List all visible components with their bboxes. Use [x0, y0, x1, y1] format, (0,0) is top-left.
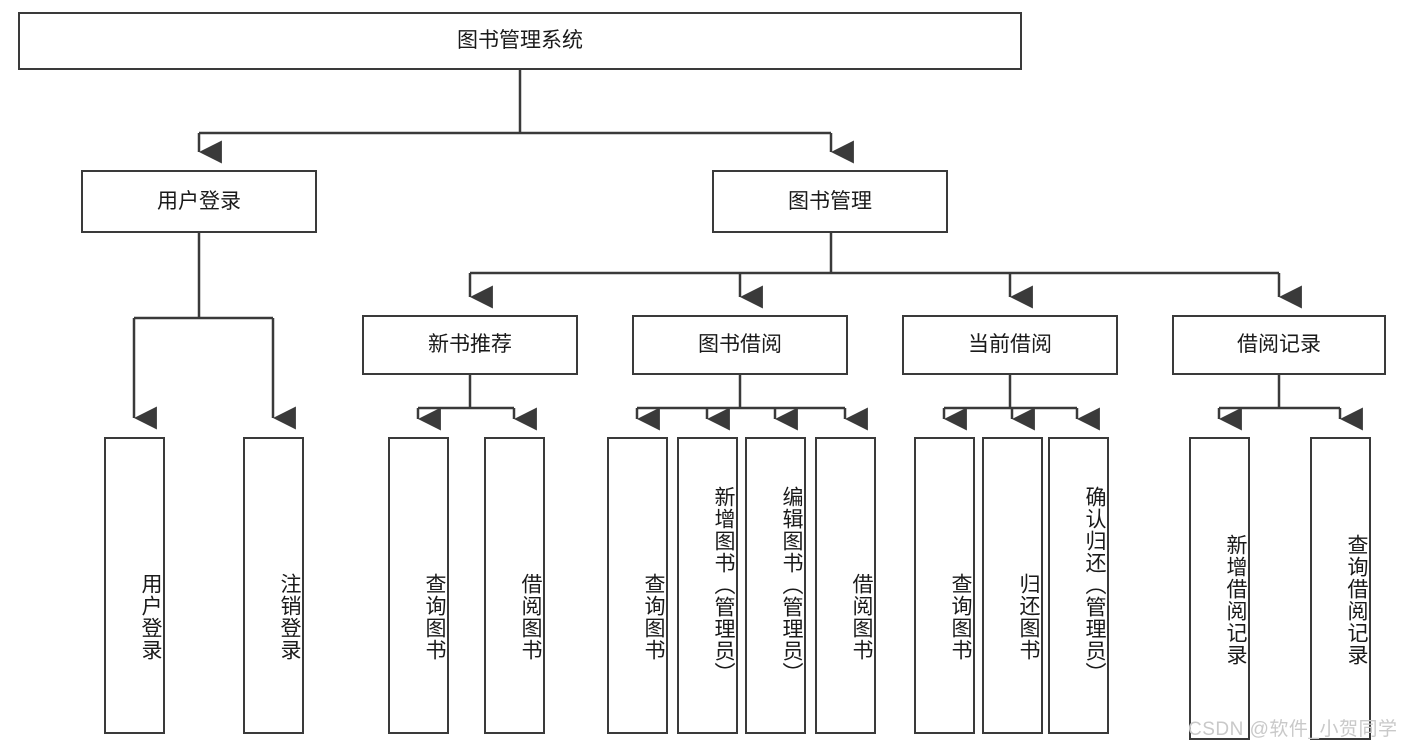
- leaf-current-borrow-return[interactable]: 归还图书: [982, 437, 1043, 734]
- node-new-book-recommend[interactable]: 新书推荐: [362, 315, 578, 375]
- leaf-new-book-query[interactable]: 查询图书: [388, 437, 449, 734]
- leaf-book-borrow-borrow[interactable]: 借阅图书: [815, 437, 876, 734]
- node-book-borrow[interactable]: 图书借阅: [632, 315, 848, 375]
- node-book-management[interactable]: 图书管理: [712, 170, 948, 233]
- leaf-book-borrow-add-admin[interactable]: 新增图书（管理员）: [677, 437, 738, 734]
- edges: [132, 70, 1363, 431]
- node-borrow-record[interactable]: 借阅记录: [1172, 315, 1386, 375]
- leaf-book-borrow-edit-admin[interactable]: 编辑图书（管理员）: [745, 437, 806, 734]
- leaf-new-book-borrow[interactable]: 借阅图书: [484, 437, 545, 734]
- leaf-borrow-record-query[interactable]: 查询借阅记录: [1310, 437, 1371, 740]
- leaf-borrow-record-add[interactable]: 新增借阅记录: [1189, 437, 1250, 740]
- leaf-current-borrow-confirm-return-admin[interactable]: 确认归还（管理员）: [1048, 437, 1109, 734]
- node-user-login[interactable]: 用户登录: [81, 170, 317, 233]
- leaf-user-login-signout[interactable]: 注销登录: [243, 437, 304, 734]
- node-root-book-management-system[interactable]: 图书管理系统: [18, 12, 1022, 70]
- watermark: CSDN @软件_小贺同学: [1188, 719, 1398, 740]
- leaf-current-borrow-query[interactable]: 查询图书: [914, 437, 975, 734]
- node-current-borrow[interactable]: 当前借阅: [902, 315, 1118, 375]
- leaf-user-login-signin[interactable]: 用户登录: [104, 437, 165, 734]
- leaf-book-borrow-query[interactable]: 查询图书: [607, 437, 668, 734]
